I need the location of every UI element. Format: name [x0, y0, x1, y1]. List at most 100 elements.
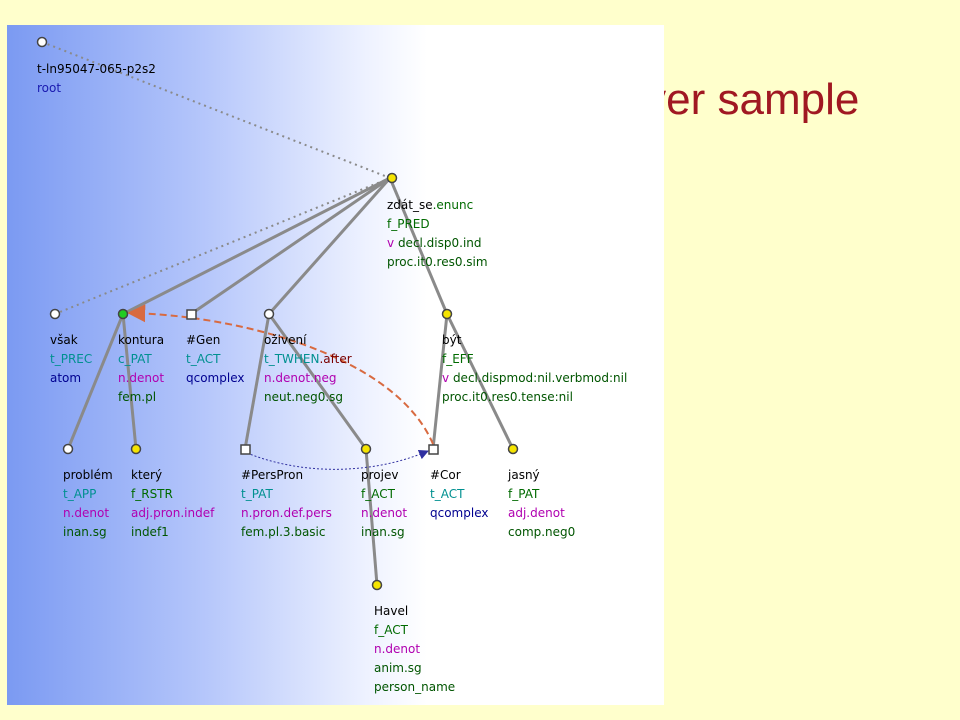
edge-root-zdat [41, 41, 391, 179]
label-zdat-se: zdát_se.enunc f_PRED v decl.disp0.ind pr… [387, 196, 488, 272]
nodetype-vsak: atom [50, 371, 82, 385]
root-id: t-ln95047-065-p2s2 [37, 62, 156, 76]
gram2-zdat-se: proc.it0.res0.sim [387, 255, 488, 269]
node-zdat-se[interactable] [386, 172, 398, 184]
node-kontura[interactable] [117, 308, 129, 320]
functor-suffix-ozivent: .after [319, 352, 352, 366]
functor-havel: f_ACT [374, 623, 408, 637]
edge-projev-havel [364, 448, 379, 586]
edge-ozivent-projev [267, 313, 368, 450]
label-perspron: #PersPron t_PAT n.pron.def.pers fem.pl.3… [241, 466, 332, 542]
gram-havel: anim.sg [374, 661, 422, 675]
functor-ozivent: t_TWHEN [264, 352, 320, 366]
lemma-projev: projev [361, 468, 399, 482]
sempos-ktery: adj.pron.indef [131, 506, 215, 520]
named-entity-havel: person_name [374, 680, 456, 694]
gram-ozivent: neut.neg0.sg [264, 390, 344, 404]
sempos-byt: v [442, 371, 450, 385]
node-vsak[interactable] [49, 308, 61, 320]
lemma-zdat-se: zdát_se [387, 198, 433, 212]
label-ktery: který f_RSTR adj.pron.indef indef1 [131, 466, 214, 542]
functor-kontura: c_PAT [118, 352, 152, 366]
label-root: t-ln95047-065-p2s2 root [37, 60, 156, 98]
lemma-byt: být [442, 333, 462, 347]
sempos-perspron: n.pron.def.pers [241, 506, 332, 520]
edge-byt-cor [431, 313, 449, 450]
node-perspron[interactable] [240, 444, 251, 455]
label-cor: #Cor t_ACT qcomplex [430, 466, 488, 523]
root-type: root [37, 81, 62, 95]
label-gen: #Gen t_ACT qcomplex [186, 331, 244, 388]
lemma-ktery: který [131, 468, 163, 482]
node-havel[interactable] [371, 579, 383, 591]
edge-kontura-ktery [121, 313, 138, 450]
sempos-kontura: n.denot [118, 371, 165, 385]
functor-problem: t_APP [63, 487, 97, 501]
gram-perspron: fem.pl.3.basic [241, 525, 326, 539]
node-projev[interactable] [360, 443, 372, 455]
sempos-zdat-se: v [387, 236, 395, 250]
lemma-problem: problém [63, 468, 113, 482]
gram-problem: inan.sg [63, 525, 107, 539]
functor-jasny: f_PAT [508, 487, 540, 501]
nodetype-gen: qcomplex [186, 371, 245, 385]
nodetype-cor: qcomplex [430, 506, 489, 520]
node-cor[interactable] [428, 444, 439, 455]
tree-panel: t-ln95047-065-p2s2 root zdát_se.enunc f_… [7, 25, 664, 705]
gram1-zdat-se: decl.disp0.ind [397, 236, 482, 250]
label-kontura: kontura c_PAT n.denot fem.pl [118, 331, 164, 407]
node-gen[interactable] [186, 309, 197, 320]
sempos-jasny: adj.denot [508, 506, 565, 520]
lemma-gen: #Gen [186, 333, 221, 347]
lemma-perspron: #PersPron [241, 468, 304, 482]
functor-projev: f_ACT [361, 487, 395, 501]
sempos-problem: n.denot [63, 506, 110, 520]
lemma-vsak: však [50, 333, 78, 347]
edge-ozivent-perspron [243, 313, 271, 450]
functor-ktery: f_RSTR [131, 487, 173, 501]
edge-zdat-byt [388, 177, 449, 315]
label-ozivent: oživení t_TWHEN.after n.denot.neg neut.n… [264, 331, 352, 407]
edge-zdat-vsak [54, 177, 391, 315]
node-problem[interactable] [62, 443, 74, 455]
lemma-kontura: kontura [118, 333, 165, 347]
functor-cor: t_ACT [430, 487, 465, 501]
lemma-havel: Havel [374, 604, 409, 618]
gram-ktery: indef1 [131, 525, 169, 539]
lemma-ozivent: oživení [264, 333, 307, 347]
coref-arrow-perspron-cor [246, 449, 429, 470]
gram-jasny: comp.neg0 [508, 525, 576, 539]
lemma-cor: #Cor [430, 468, 461, 482]
label-havel: Havel f_ACT n.denot anim.sg person_name [374, 602, 455, 697]
sempos-projev: n.denot [361, 506, 408, 520]
sempos-havel: n.denot [374, 642, 421, 656]
sempos-ozivent: n.denot.neg [264, 371, 337, 385]
label-byt: být f_EFF v decl.dispmod:nil.verbmod:nil… [442, 331, 627, 407]
label-vsak: však t_PREC atom [50, 331, 92, 388]
functor-byt: f_EFF [442, 352, 474, 366]
edge-zdat-ozivent [267, 177, 392, 315]
label-jasny: jasný f_PAT adj.denot comp.neg0 [508, 466, 575, 542]
gram-projev: inan.sg [361, 525, 405, 539]
node-jasny[interactable] [507, 443, 519, 455]
edge-kontura-problem [66, 313, 125, 450]
node-ktery[interactable] [130, 443, 142, 455]
functor-gen: t_ACT [186, 352, 221, 366]
edge-zdat-gen [190, 176, 391, 316]
gram1-byt: decl.dispmod:nil.verbmod:nil [452, 371, 628, 385]
functor-perspron: t_PAT [241, 487, 273, 501]
functor-vsak: t_PREC [50, 352, 93, 366]
tree-edges [36, 36, 519, 591]
lemma-jasny: jasný [508, 468, 540, 482]
coref-arrow-cor-kontura [127, 304, 434, 445]
node-ozivent[interactable] [263, 308, 275, 320]
gram2-byt: proc.it0.res0.tense:nil [442, 390, 573, 404]
node-root[interactable] [36, 36, 48, 48]
node-byt[interactable] [441, 308, 453, 320]
edge-byt-jasny [445, 313, 515, 450]
label-problem: problém t_APP n.denot inan.sg [63, 466, 113, 542]
sentmod-zdat-se: .enunc [432, 198, 474, 212]
gram-kontura: fem.pl [118, 390, 157, 404]
label-projev: projev f_ACT n.denot inan.sg [361, 466, 407, 542]
functor-zdat-se: f_PRED [387, 217, 430, 231]
